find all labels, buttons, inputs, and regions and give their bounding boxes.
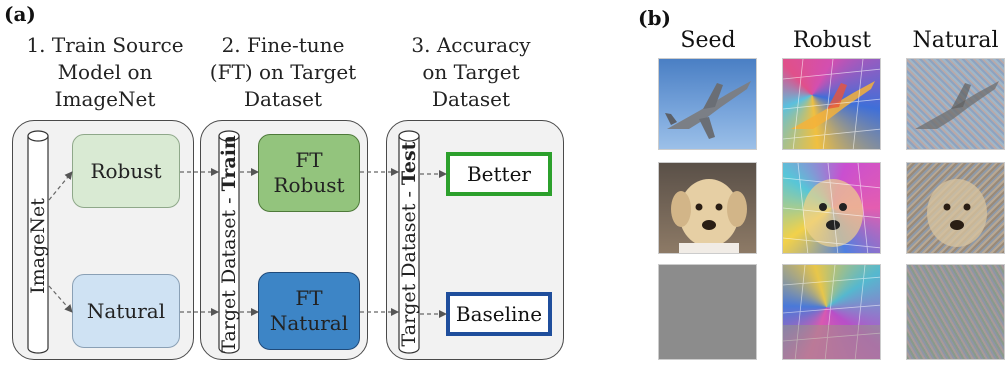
ft-robust-label: FT Robust xyxy=(273,148,345,197)
train-cylinder-icon xyxy=(218,130,240,354)
jet-silhouette-icon xyxy=(783,59,880,149)
ft-robust-node: FT Robust xyxy=(258,134,360,212)
dog-faint-icon xyxy=(927,179,987,247)
column-title-natural: Natural xyxy=(912,28,999,53)
robust-noise-image xyxy=(782,264,881,360)
test-cylinder-icon xyxy=(398,130,420,354)
step-3-title: 3. Accuracy on Target Dataset xyxy=(382,32,560,113)
better-outcome-label: Better xyxy=(466,162,531,186)
baseline-outcome-label: Baseline xyxy=(455,302,543,326)
step-1-title: 1. Train Source Model on ImageNet xyxy=(15,32,195,113)
natural-model-label: Natural xyxy=(86,298,166,323)
column-title-seed: Seed xyxy=(680,28,736,53)
natural-model-node: Natural xyxy=(72,274,180,348)
baseline-outcome-box: Baseline xyxy=(446,292,552,336)
dog-icon xyxy=(671,179,747,253)
seed-dog-image xyxy=(658,162,757,254)
dog-distorted-icon xyxy=(783,163,880,253)
panel-a-label: (a) xyxy=(4,2,36,26)
imagenet-cylinder-icon xyxy=(27,130,49,354)
better-outcome-box: Better xyxy=(446,152,552,196)
arrow-imagenet-to-robust xyxy=(48,171,73,201)
panel-b-label: (b) xyxy=(638,6,671,30)
seed-noise-image xyxy=(658,264,757,360)
robust-jet-image xyxy=(782,58,881,150)
ft-natural-label: FT Natural xyxy=(269,286,349,335)
ft-natural-node: FT Natural xyxy=(258,272,360,350)
robust-model-node: Robust xyxy=(72,134,180,208)
step-2-title-text: 2. Fine-tune (FT) on Target Dataset xyxy=(209,33,357,111)
arrow-imagenet-to-natural xyxy=(48,285,73,313)
seed-jet-image xyxy=(658,58,757,150)
step-3-title-text: 3. Accuracy on Target Dataset xyxy=(411,33,531,111)
robust-model-label: Robust xyxy=(90,158,162,183)
natural-noise-image xyxy=(906,264,1005,360)
step-1-title-text: 1. Train Source Model on ImageNet xyxy=(26,33,184,111)
natural-jet-image xyxy=(906,58,1005,150)
robust-dog-image xyxy=(782,162,881,254)
jet-icon xyxy=(665,81,751,139)
natural-dog-image xyxy=(906,162,1005,254)
texture-icon xyxy=(783,265,880,359)
step-2-title: 2. Fine-tune (FT) on Target Dataset xyxy=(198,32,368,113)
jet-faint-icon xyxy=(915,81,999,129)
column-title-robust: Robust xyxy=(792,28,872,53)
flow-arrows xyxy=(48,168,447,318)
